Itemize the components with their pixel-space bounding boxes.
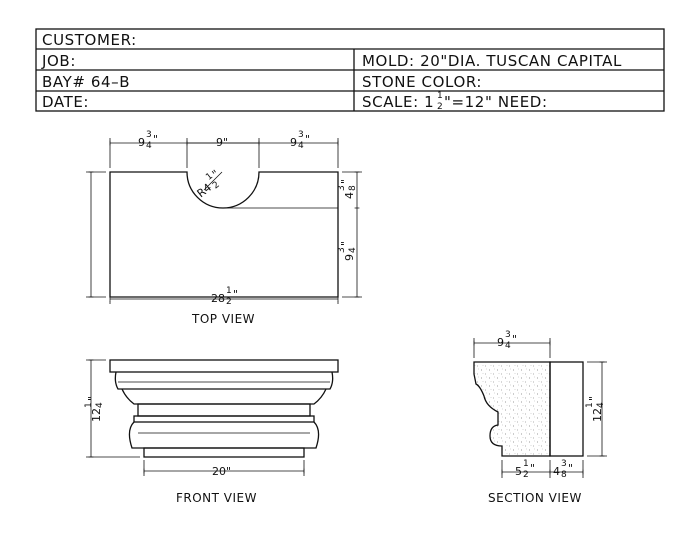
- date-label: DATE:: [42, 93, 89, 111]
- scale-denominator: 2: [437, 102, 443, 112]
- svg-text:4: 4: [95, 402, 105, 408]
- svg-text:12: 12: [90, 408, 103, 422]
- dim-section-height: 12 1 4 ": [585, 396, 606, 422]
- svg-text:28: 28: [211, 292, 225, 305]
- title-block: CUSTOMER: JOB: BAY# 64–B DATE: MOLD: 20"…: [35, 28, 665, 112]
- svg-text:5: 5: [515, 465, 522, 478]
- svg-text:1: 1: [523, 459, 529, 469]
- front-view: 20" 12 1 4 " FRONT VIEW: [84, 359, 339, 505]
- dim-section-top: 9 3 4 ": [497, 330, 517, 351]
- svg-text:8: 8: [348, 185, 358, 191]
- svg-text:4: 4: [146, 141, 152, 151]
- svg-text:": ": [568, 462, 573, 475]
- dim-section-bottom-right: 4 3 8 ": [553, 459, 573, 480]
- section-profile: [473, 361, 551, 457]
- top-view: 9 3 4 " 9" 9 3 4 " R4 1 2 " 14 1 8 ": [86, 130, 362, 326]
- mold-label: MOLD: 20"DIA. TUSCAN CAPITAL: [362, 52, 622, 70]
- svg-text:": ": [587, 396, 600, 401]
- svg-text:": ": [305, 133, 310, 146]
- svg-text:1: 1: [84, 402, 94, 408]
- svg-text:3: 3: [337, 247, 347, 253]
- scale-numerator: 1: [437, 91, 443, 101]
- svg-text:4: 4: [505, 341, 511, 351]
- svg-text:9: 9: [290, 136, 297, 149]
- svg-text:3: 3: [505, 330, 511, 340]
- svg-text:4: 4: [596, 402, 606, 408]
- svg-text:9: 9: [138, 136, 145, 149]
- svg-text:1: 1: [226, 286, 232, 296]
- echinus: [114, 371, 334, 390]
- dim-right-top: 9 3 4 ": [290, 130, 310, 151]
- svg-text:8: 8: [561, 470, 567, 480]
- svg-text:9: 9: [343, 254, 356, 261]
- front-view-label: FRONT VIEW: [176, 491, 257, 505]
- dim-left-top: 9 3 4 ": [138, 130, 158, 151]
- svg-text:": ": [210, 167, 222, 180]
- svg-text:4: 4: [343, 192, 356, 199]
- svg-text:9: 9: [497, 336, 504, 349]
- svg-text:12: 12: [591, 408, 604, 422]
- svg-text:3: 3: [561, 459, 567, 469]
- stone-color-label: STONE COLOR:: [362, 73, 482, 91]
- svg-text:": ": [339, 241, 352, 246]
- bay-label: BAY# 64–B: [42, 73, 130, 91]
- svg-text:1: 1: [585, 402, 595, 408]
- svg-text:3: 3: [146, 130, 152, 140]
- astragal: [128, 421, 320, 449]
- dim-front-base-width: 20": [212, 465, 231, 478]
- svg-text:1: 1: [204, 171, 215, 182]
- scale-suffix: "=12" NEED:: [444, 93, 548, 111]
- abacus: [109, 359, 339, 373]
- section-view: 9 3 4 " 5 1 2 " 4 3 8 " 12 1 4: [473, 330, 607, 505]
- dim-overall-width: 28 1 2 ": [211, 286, 238, 307]
- top-view-outline: [109, 171, 339, 298]
- job-label: JOB:: [41, 52, 76, 70]
- customer-label: CUSTOMER:: [42, 31, 137, 49]
- dim-cutout-depth: 4 3 8 ": [337, 179, 358, 199]
- svg-text:": ": [339, 179, 352, 184]
- dim-front-height: 12 1 4 ": [84, 396, 105, 422]
- svg-text:": ": [153, 133, 158, 146]
- section-view-label: SECTION VIEW: [488, 491, 582, 505]
- svg-text:": ": [530, 462, 535, 475]
- dim-lower-height: 9 3 4 ": [337, 241, 358, 261]
- svg-text:2: 2: [226, 297, 232, 307]
- svg-text:3: 3: [337, 185, 347, 191]
- section-core: [549, 361, 584, 457]
- scale-prefix: SCALE: 1: [362, 93, 434, 111]
- svg-text:": ": [86, 396, 99, 401]
- svg-text:2: 2: [211, 180, 222, 191]
- dim-mid-top: 9": [216, 136, 228, 149]
- svg-text:2: 2: [523, 470, 529, 480]
- svg-text:": ": [233, 288, 238, 301]
- top-view-label: TOP VIEW: [191, 312, 255, 326]
- neck: [137, 403, 311, 417]
- svg-text:4: 4: [298, 141, 304, 151]
- dim-section-bottom-left: 5 1 2 ": [515, 459, 535, 480]
- svg-text:4: 4: [553, 465, 560, 478]
- scale-label: SCALE: 1 1 2 "=12" NEED:: [362, 91, 548, 112]
- svg-text:": ": [512, 333, 517, 346]
- svg-text:3: 3: [298, 130, 304, 140]
- svg-text:4: 4: [348, 247, 358, 253]
